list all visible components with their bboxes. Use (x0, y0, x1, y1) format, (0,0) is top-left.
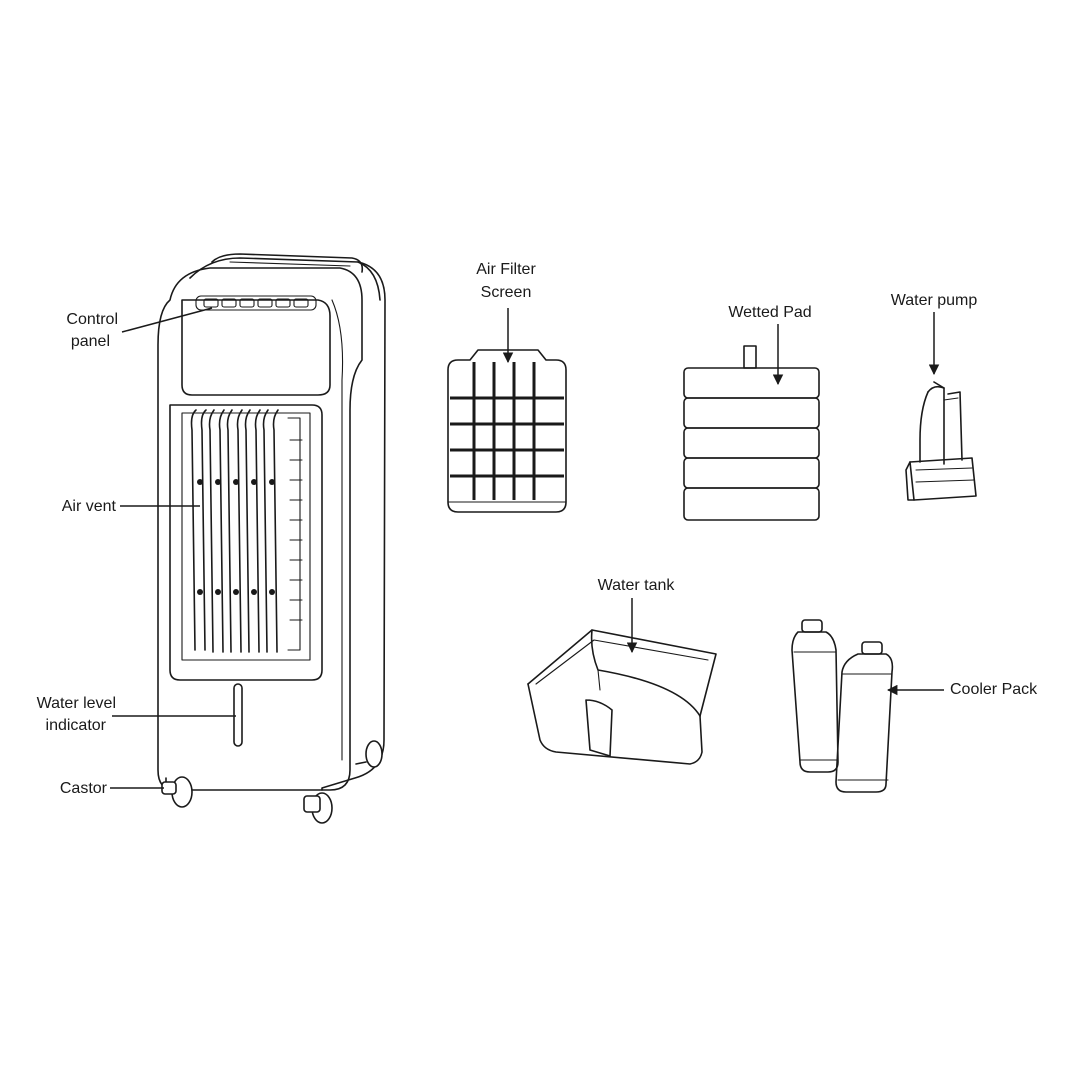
label-air-vent: Air vent (62, 498, 117, 515)
label-air-filter-line1: Air Filter (476, 261, 536, 278)
water-tank-part (527, 629, 717, 765)
air-cooler-unit (157, 253, 386, 824)
label-control-panel-line2: panel (71, 333, 110, 350)
label-water-level-line1: Water level (37, 695, 116, 712)
label-water-tank: Water tank (598, 577, 676, 594)
label-castor: Castor (60, 780, 108, 797)
label-control-panel-line1: Control (66, 311, 118, 328)
leader-control-panel (121, 307, 213, 333)
label-air-filter-line2: Screen (481, 284, 532, 301)
castor-part (161, 740, 383, 824)
air-filter-screen-part (447, 349, 567, 513)
control-panel-part (181, 295, 331, 396)
label-wetted-pad: Wetted Pad (728, 304, 811, 321)
label-cooler-pack: Cooler Pack (950, 681, 1038, 698)
cooler-pack-part (791, 619, 894, 793)
wetted-pad-part (683, 345, 820, 521)
water-pump-part (905, 381, 977, 501)
label-water-level-line2: indicator (46, 717, 107, 734)
air-vent-part (169, 404, 323, 681)
label-water-pump: Water pump (891, 292, 978, 309)
water-level-indicator-part (233, 683, 243, 747)
